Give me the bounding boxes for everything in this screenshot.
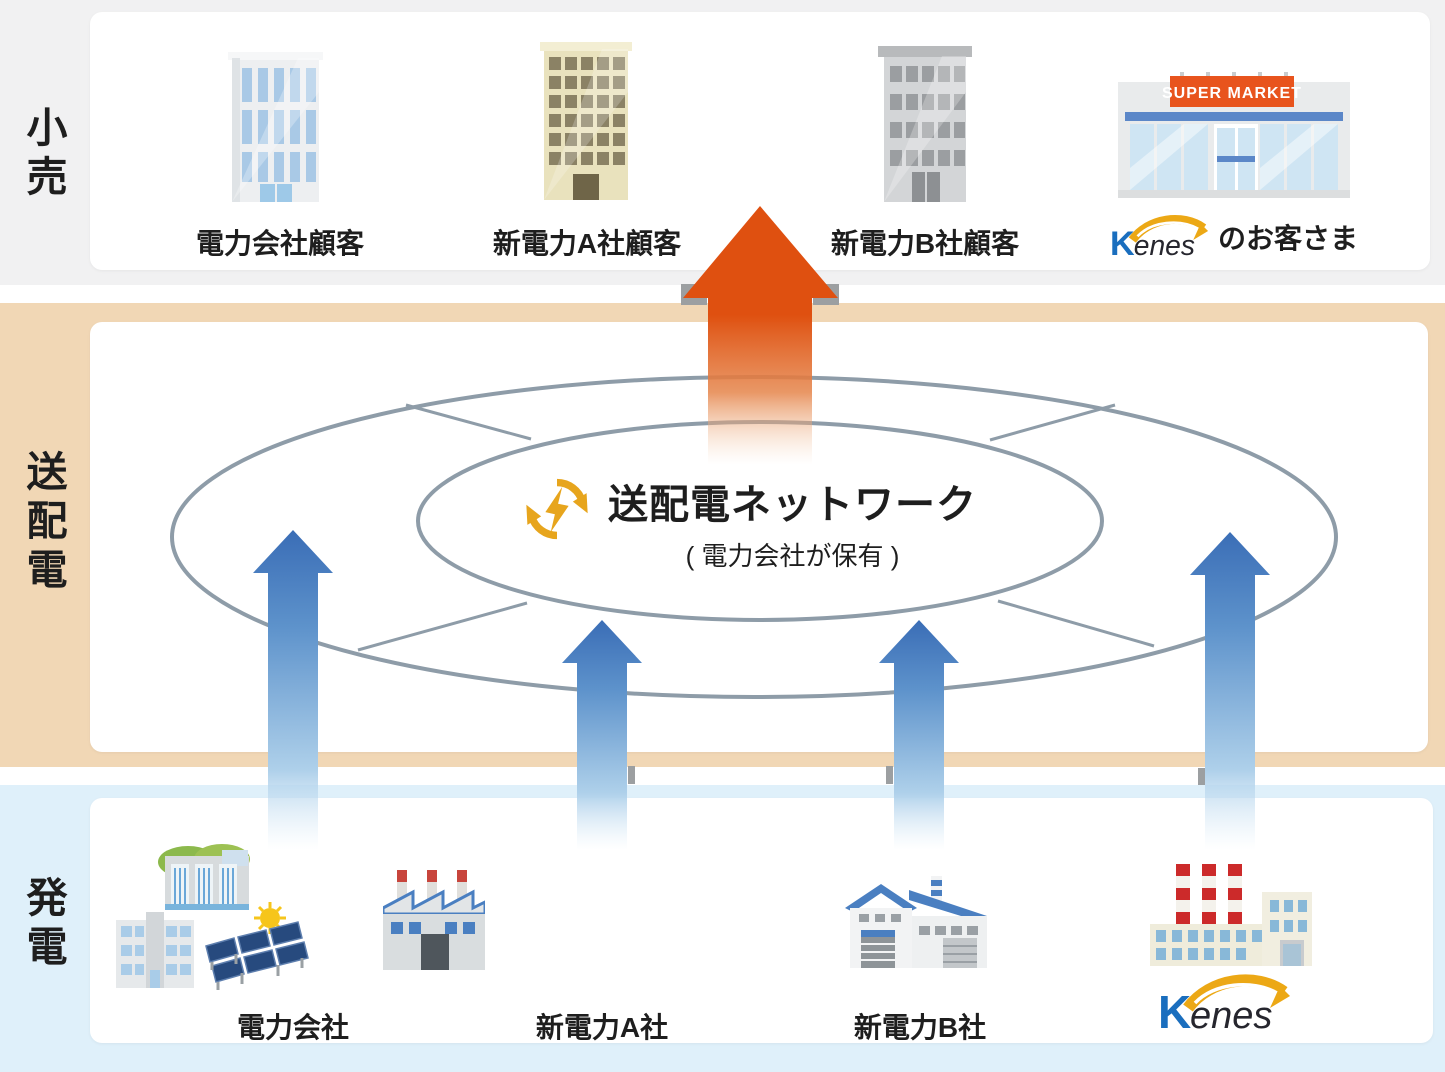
network-subtitle: ( 電力会社が保有 ) xyxy=(685,541,900,571)
kenes-logo-rest: enes xyxy=(1134,229,1195,261)
utility-generation-icon xyxy=(116,844,309,990)
orange-up-arrow xyxy=(683,206,838,465)
blue-arrow-company-a xyxy=(562,620,642,850)
retail-customer-label-utility: 電力会社顧客 xyxy=(195,228,364,259)
kenes-factory-icon xyxy=(1150,864,1312,966)
retail-band-label: 小売 xyxy=(20,106,66,204)
office-building-gray-icon xyxy=(878,46,972,202)
kenes-generation-label: K enes xyxy=(1158,972,1298,1041)
generation-company-label-utility: 電力会社 xyxy=(236,1012,349,1043)
office-building-beige-icon xyxy=(540,42,632,200)
warehouse-b-icon xyxy=(845,876,987,968)
kenes-logo-k: K xyxy=(1158,986,1191,1036)
office-building-blue-icon xyxy=(228,52,323,202)
blue-arrow-utility xyxy=(253,530,333,850)
generation-company-label-a: 新電力A社 xyxy=(535,1012,669,1043)
supermarket-icon: SUPER MARKET xyxy=(1118,72,1350,198)
blue-arrow-kenes xyxy=(1190,532,1270,850)
retail-customer-label-a: 新電力A社顧客 xyxy=(492,228,682,259)
kenes-customer-label: K enes のお客さま xyxy=(1100,212,1368,262)
kenes-logo: K enes xyxy=(1158,974,1290,1038)
generation-company-label-b: 新電力B社 xyxy=(853,1012,987,1043)
kenes-logo-k: K xyxy=(1110,225,1135,261)
blue-arrow-company-b xyxy=(879,620,959,850)
kenes-logo-rest: enes xyxy=(1190,995,1272,1036)
kenes-customer-suffix: のお客さま xyxy=(1217,223,1358,254)
supermarket-sign-text: SUPER MARKET xyxy=(1162,85,1302,102)
network-title: 送配電ネットワーク xyxy=(608,483,977,527)
factory-a-icon xyxy=(383,870,485,970)
kenes-logo: K enes xyxy=(1110,214,1209,261)
transmission-band-label: 送配電 xyxy=(20,450,66,597)
power-cycle-icon xyxy=(526,478,588,540)
network-center: 送配電ネットワーク ( 電力会社が保有 ) xyxy=(520,472,977,573)
retail-customer-label-b: 新電力B社顧客 xyxy=(830,228,1020,259)
generation-band-label: 発電 xyxy=(20,876,66,974)
